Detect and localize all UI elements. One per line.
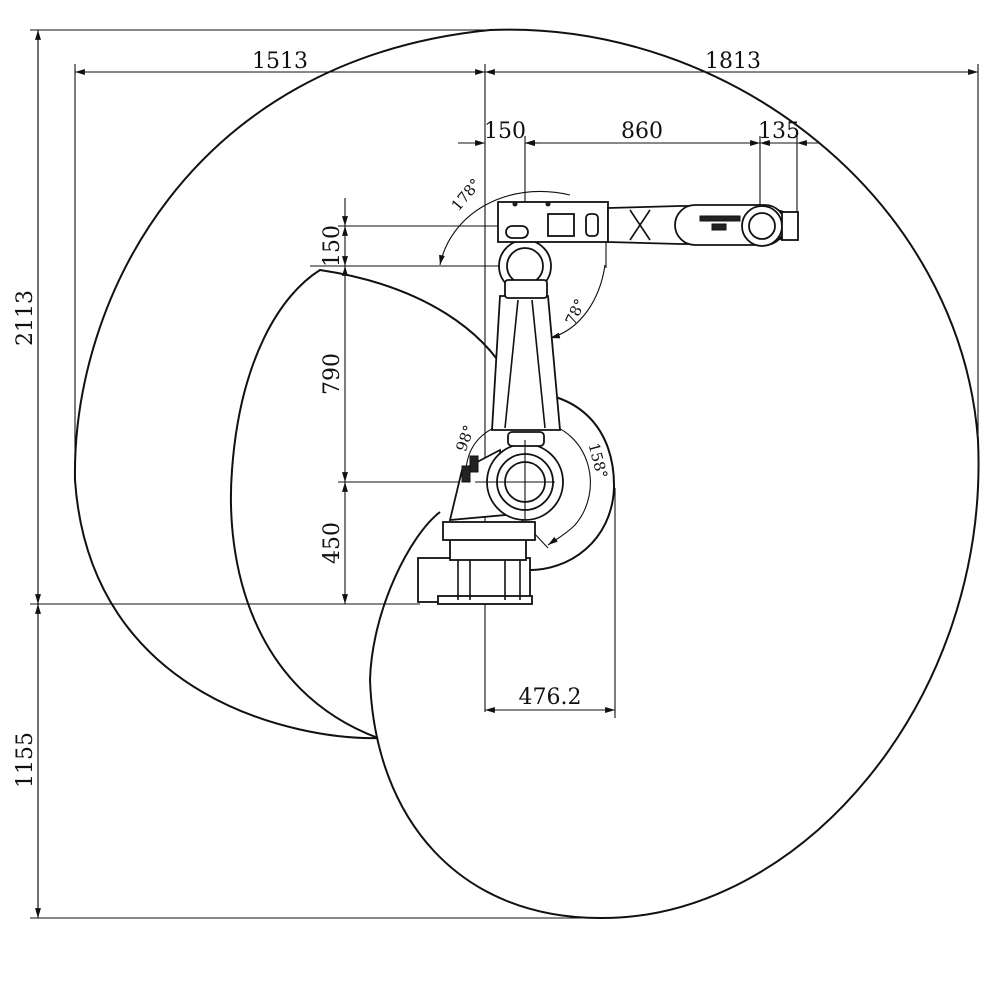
- angle-arcs: [439, 190, 607, 549]
- dim-2113-label: 2113: [13, 290, 38, 346]
- dim-135-label: 135: [758, 119, 800, 144]
- lower-arm: [491, 295, 561, 431]
- dim-860-label: 860: [621, 119, 663, 144]
- dim-790-label: 790: [320, 353, 345, 395]
- dim-1813-label: 1813: [705, 49, 761, 74]
- dimension-labels: 1513 1813 150 860 135 476.2 2113 1155 15…: [13, 49, 800, 788]
- dim-150-vertical-label: 150: [320, 225, 345, 267]
- robot-arm: [417, 201, 799, 605]
- dim-450-label: 450: [320, 522, 345, 564]
- inner-envelope-curve: [229, 268, 517, 739]
- dim-476-label: 476.2: [519, 685, 582, 710]
- angle-98-label: 98°: [452, 423, 478, 454]
- robot-base-turret: [449, 537, 527, 561]
- wrist-envelope-curve: [515, 390, 616, 572]
- dim-1513-label: 1513: [252, 49, 308, 74]
- dim-150-top-label: 150: [484, 119, 526, 144]
- dim-1155-label: 1155: [13, 732, 38, 788]
- angle-78-label: 78°: [562, 296, 590, 328]
